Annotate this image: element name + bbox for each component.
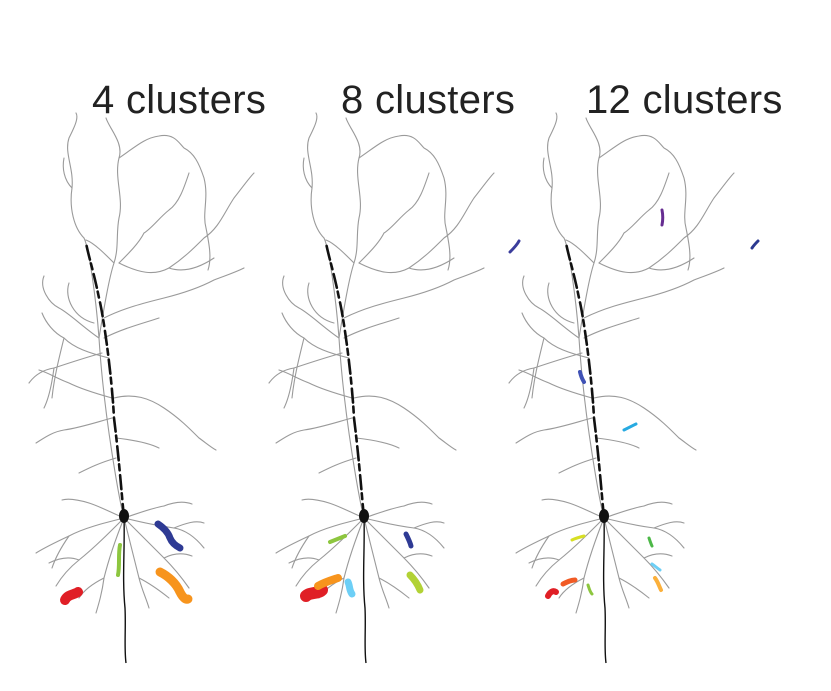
neuron-panel-8-clusters xyxy=(267,111,521,665)
panel-title-4-clusters: 4 clusters xyxy=(92,78,267,122)
cluster-green xyxy=(586,583,594,596)
cluster-navy xyxy=(750,239,760,250)
neuron-panel-4-clusters xyxy=(27,111,256,665)
cluster-red xyxy=(300,584,328,602)
cluster-blue xyxy=(578,370,586,384)
neuron-panel-12-clusters xyxy=(507,111,760,665)
cluster-blue xyxy=(154,520,184,552)
neuron-morphology xyxy=(27,111,256,665)
cluster-green xyxy=(328,534,347,544)
panel-title-8-clusters: 8 clusters xyxy=(341,78,516,122)
cluster-indigo xyxy=(508,239,521,254)
cluster-red xyxy=(60,587,83,605)
panel-title-12-clusters: 12 clusters xyxy=(586,78,783,122)
cluster-purple xyxy=(660,208,665,227)
cluster-yellow xyxy=(570,534,586,542)
cluster-green-2 xyxy=(647,536,654,548)
cluster-red-orange xyxy=(560,577,578,587)
cluster-amber xyxy=(653,576,663,592)
cluster-blue xyxy=(403,531,414,549)
cluster-cyan xyxy=(650,562,662,572)
cluster-red xyxy=(545,588,559,599)
cluster-orange xyxy=(314,574,342,590)
neuron-morphology xyxy=(267,111,496,665)
cluster-green xyxy=(116,543,122,577)
cluster-sky xyxy=(622,422,638,432)
cluster-light-blue xyxy=(344,578,356,598)
cluster-orange xyxy=(155,567,193,604)
neuron-morphology xyxy=(507,111,736,665)
cluster-yellow-green xyxy=(406,571,424,594)
